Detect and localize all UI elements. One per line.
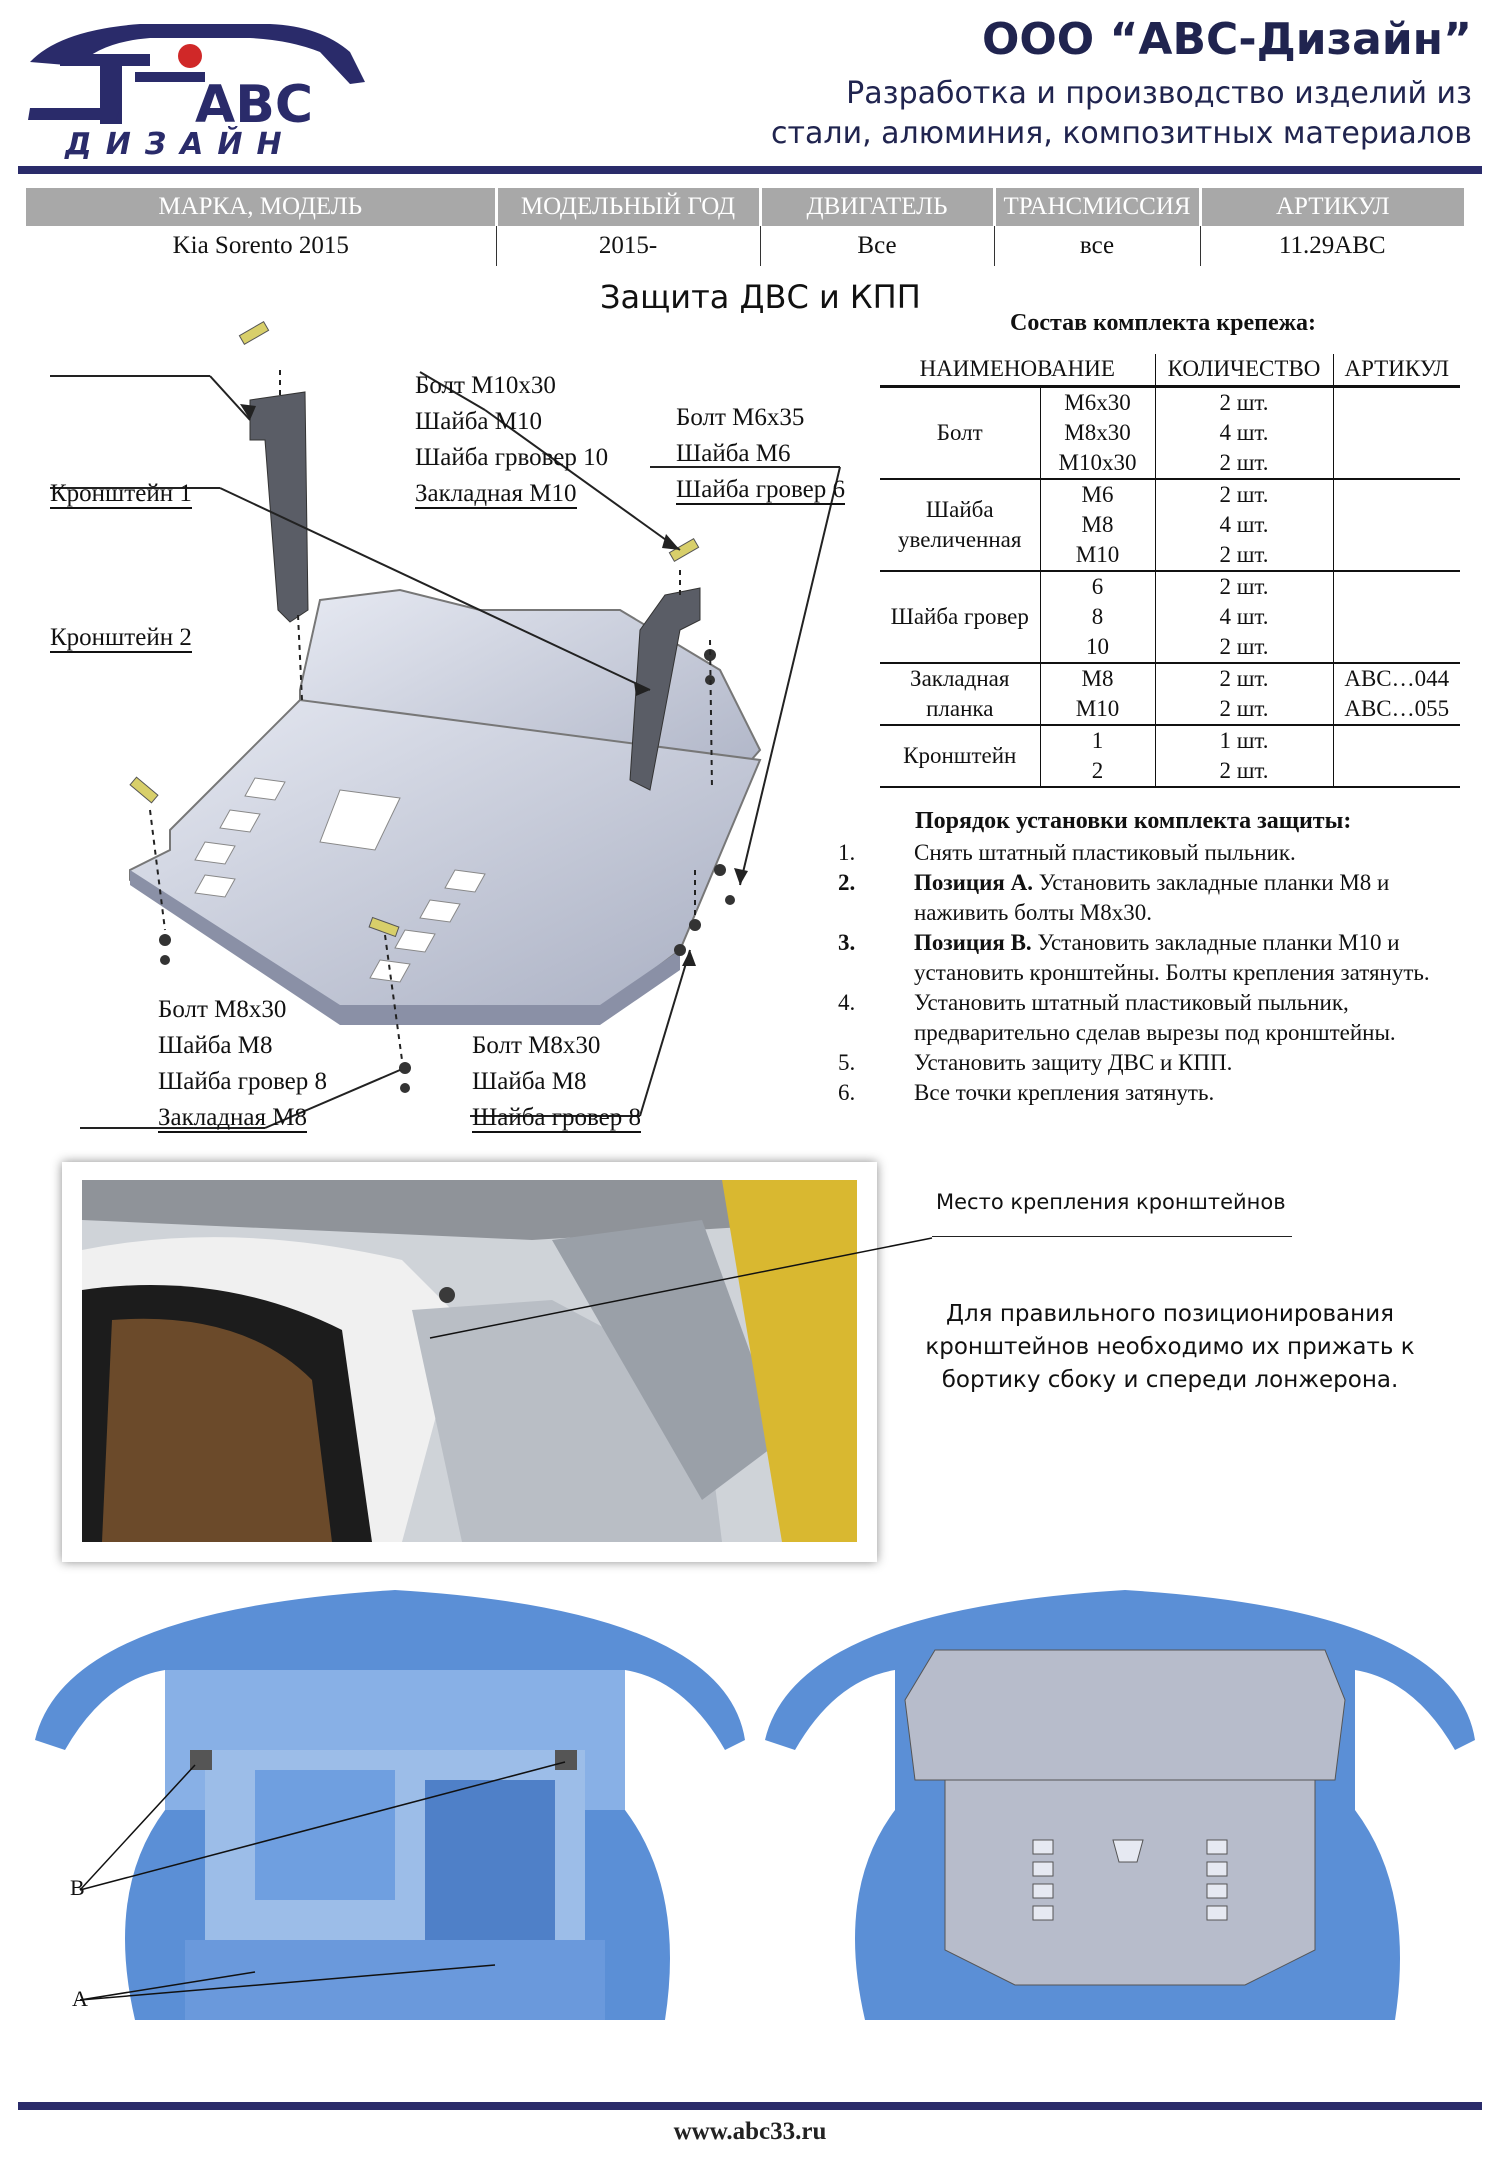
cell-year: 2015- xyxy=(496,226,761,266)
install-steps: 1.Снять штатный пластиковый пыльник. 2.П… xyxy=(838,838,1458,1108)
label-group-m10: Болт М10х30 Шайба М10 Шайба грвовер 10 З… xyxy=(415,372,609,509)
mount-location-label: Место крепления кронштейнов xyxy=(936,1190,1286,1214)
fastener-kit-table: НАИМЕНОВАНИЕ КОЛИЧЕСТВО АРТИКУЛ Болт M6x… xyxy=(880,354,1460,788)
mount-label-rule xyxy=(932,1236,1292,1237)
step-3: 3.Позиция В. Установить закладные планки… xyxy=(838,930,1430,985)
step-2: 2.Позиция А. Установить закладные планки… xyxy=(838,870,1390,925)
exploded-diagram xyxy=(50,320,841,1129)
cell-article: 11.29ABC xyxy=(1278,232,1386,259)
photo-leader-line xyxy=(429,1237,933,1339)
page-title: Защита ДВС и КПП xyxy=(600,278,921,316)
header-engine: ДВИГАТЕЛЬ xyxy=(760,188,996,226)
photo-frame xyxy=(62,1162,877,1562)
header-model: МАРКА, МОДЕЛЬ xyxy=(26,188,498,226)
step-6: 6.Все точки крепления затянуть. xyxy=(838,1080,1215,1105)
kit-header-name: НАИМЕНОВАНИЕ xyxy=(880,354,1156,388)
label-bracket-2: Кронштейн 2 xyxy=(50,624,192,653)
mounting-photo xyxy=(82,1180,857,1542)
underbody-renders xyxy=(35,1590,1475,2020)
label-group-m8-left: Болт М8х30 Шайба М8 Шайба гровер 8 Закла… xyxy=(158,996,328,1133)
header-article: АРТИКУЛ xyxy=(1200,188,1464,226)
step-4: 4.Установить штатный пластиковый пыльник… xyxy=(838,990,1396,1045)
render-label-a: A xyxy=(72,1986,88,2011)
company-tagline: Разработка и производство изделий из ста… xyxy=(771,76,1472,151)
label-bracket-1: Кронштейн 1 xyxy=(50,480,192,509)
kit-header-qty: КОЛИЧЕСТВО xyxy=(1155,354,1334,388)
header-year: МОДЕЛЬНЫЙ ГОД xyxy=(496,188,762,226)
cell-engine: Все xyxy=(760,226,995,266)
svg-text:ДИЗАЙН: ДИЗАЙН xyxy=(64,126,296,162)
kit-header-article: АРТИКУЛ xyxy=(1333,354,1460,388)
cell-model: Kia Sorento 2015 xyxy=(26,226,497,266)
company-name: ООО “АВС-Дизайн” xyxy=(981,14,1472,65)
step-5: 5.Установить защиту ДВС и КПП. xyxy=(838,1050,1233,1075)
header-rule xyxy=(18,166,1482,174)
footer-url[interactable]: www.abc33.ru xyxy=(673,2118,827,2145)
label-group-m8-right: Болт М8х30 Шайба М8 Шайба гровер 8 xyxy=(472,1032,642,1133)
vehicle-info-table: МАРКА, МОДЕЛЬ МОДЕЛЬНЫЙ ГОД ДВИГАТЕЛЬ ТР… xyxy=(26,188,1464,266)
svg-text:ABC: ABC xyxy=(195,75,313,135)
step-1: 1.Снять штатный пластиковый пыльник. xyxy=(838,840,1296,865)
render-label-b: B xyxy=(70,1875,85,1900)
header-transmission: ТРАНСМИССИЯ xyxy=(994,188,1202,226)
steps-title: Порядок установки комплекта защиты: xyxy=(915,808,1352,834)
kit-title: Состав комплекта крепежа: xyxy=(1010,310,1316,336)
company-logo: ABC ДИЗАЙН xyxy=(28,24,365,162)
footer-rule xyxy=(18,2102,1482,2110)
label-group-m6: Болт М6х35 Шайба М6 Шайба гровер 6 xyxy=(676,404,846,505)
render-after xyxy=(765,1590,1475,2020)
positioning-note: Для правильного позиционирования кронште… xyxy=(925,1301,1415,1393)
render-before xyxy=(35,1590,745,2020)
cell-transmission: все xyxy=(994,226,1201,266)
